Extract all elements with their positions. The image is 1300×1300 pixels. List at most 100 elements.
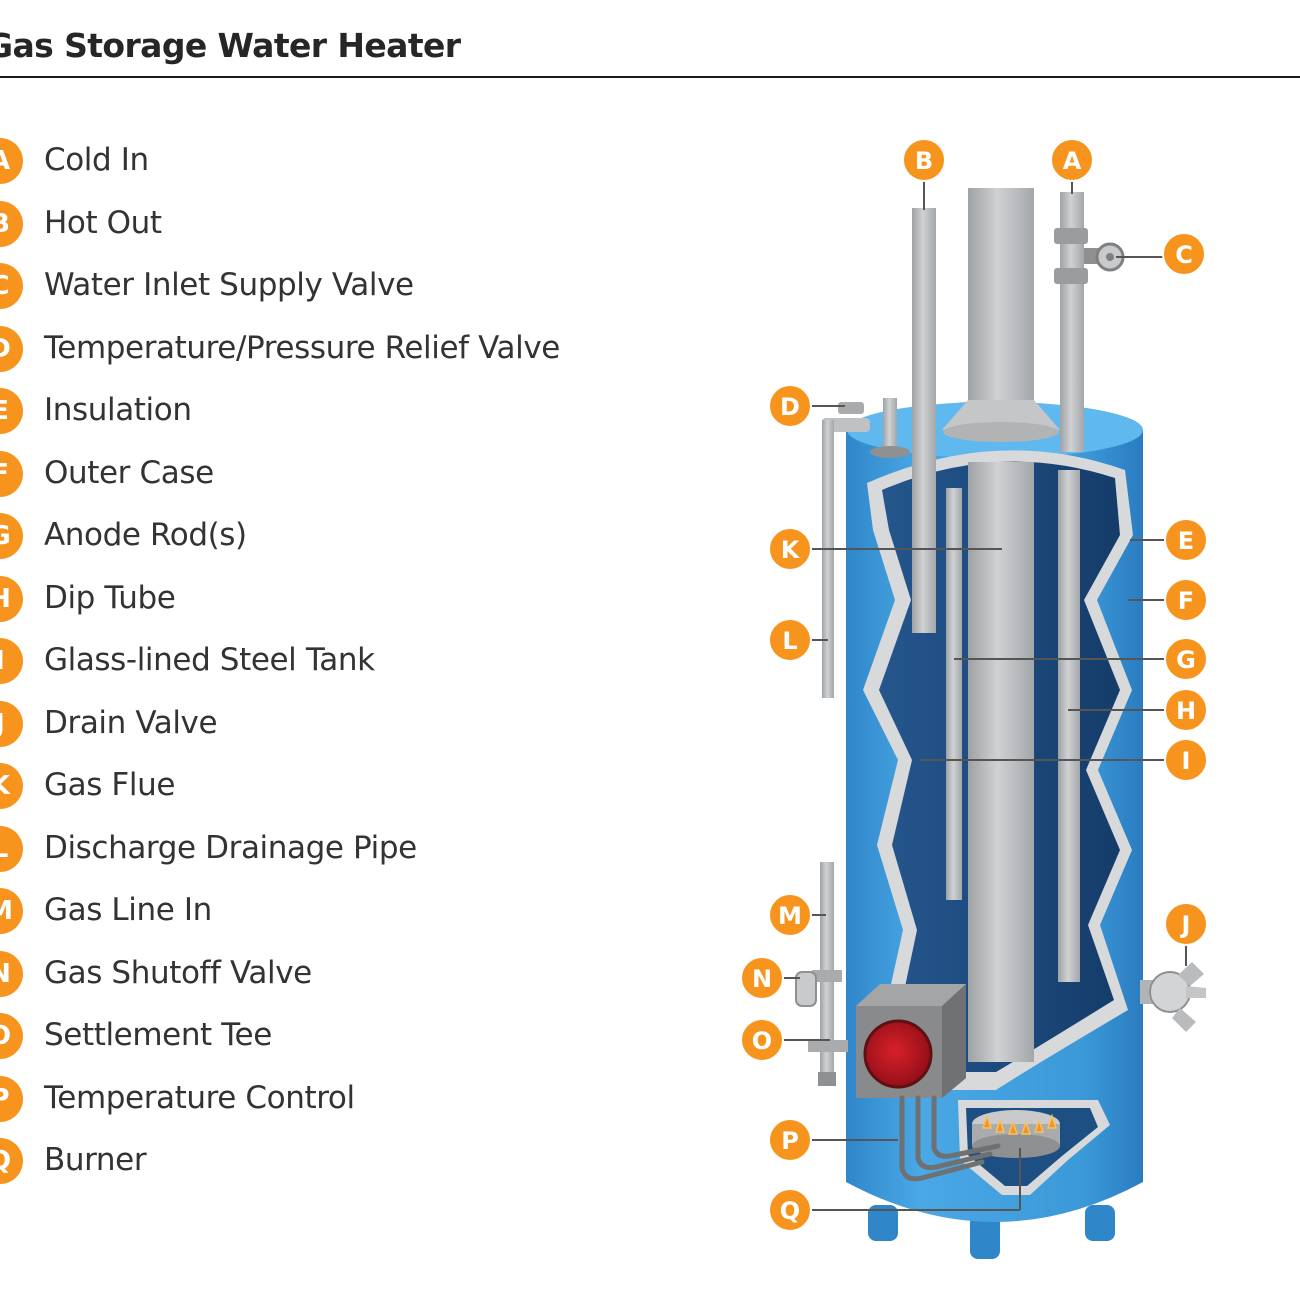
callout-g: G [1164, 637, 1208, 681]
hot-out-pipe [912, 208, 936, 633]
legend-label: Outer Case [44, 454, 214, 491]
legend-item-l: LDischarge Drainage Pipe [0, 825, 620, 872]
callout-e: E [1164, 518, 1208, 562]
legend-item-e: EInsulation [0, 388, 620, 434]
anode-rod [946, 488, 962, 900]
legend-label: Gas Shutoff Valve [44, 954, 312, 991]
dip-tube [1058, 470, 1080, 982]
legend-item-f: F Outer Case [0, 450, 620, 497]
callout-circle [1164, 688, 1208, 732]
callout-letter: J [1180, 911, 1191, 939]
legend-badge: L [0, 825, 23, 872]
callout-letter: L [782, 627, 797, 655]
callout-o: O [740, 1018, 784, 1062]
callout-letter: A [1063, 147, 1082, 175]
gas-flue [942, 188, 1060, 1062]
legend-badge: O [0, 1013, 23, 1059]
legend-item-i: IGlass-lined Steel Tank [0, 638, 620, 684]
callout-letter: H [1176, 697, 1196, 725]
legend-badge: F [0, 450, 23, 497]
callout-badges: A B C D E F GHI J K L MN O P Q [740, 138, 1208, 1232]
callout-letter: F [1178, 587, 1194, 615]
callout-circle [768, 384, 812, 428]
callout-i: I [1164, 738, 1208, 782]
legend-item-g: GAnode Rod(s) [0, 513, 620, 559]
callout-j: J [1164, 902, 1208, 946]
legend-badge: G [0, 513, 23, 559]
callout-circle [740, 1018, 784, 1062]
callout-circle [768, 527, 812, 571]
legend-item-b: BHot Out [0, 200, 620, 247]
discharge-drainage-pipe [822, 420, 834, 698]
legend-badge: M [0, 888, 23, 934]
control-gas-tubes [899, 1095, 1001, 1182]
legend-item-d: D Temperature/Pressure Relief Valve [0, 325, 620, 372]
legend-item-c: C Water Inlet Supply Valve [0, 263, 620, 309]
legend-label: Gas Flue [44, 767, 175, 803]
callout-letter: E [1178, 527, 1194, 555]
callout-circle [768, 1188, 812, 1232]
heater-feet [868, 1205, 1115, 1259]
legend-item-o: O Settlement Tee [0, 1013, 620, 1059]
page-title: Gas Storage Water Heater [0, 26, 461, 65]
callout-h: H [1164, 688, 1208, 732]
callout-letter: B [915, 147, 933, 175]
callout-circle [740, 956, 784, 1000]
callout-circle [768, 1118, 812, 1162]
legend-item-n: N Gas Shutoff Valve [0, 950, 620, 997]
callout-letter: D [780, 393, 800, 421]
callout-letter: N [752, 965, 772, 993]
legend-label: Gas Line In [44, 892, 212, 928]
callout-circle [1164, 637, 1208, 681]
legend-item-m: M Gas Line In [0, 888, 620, 934]
callout-circle [1164, 738, 1208, 782]
callout-circle [1164, 902, 1208, 946]
legend-badge: K [0, 763, 23, 809]
legend-badge: Q [0, 1138, 23, 1184]
legend-badge: J [0, 700, 23, 747]
callout-l: L [768, 618, 812, 662]
legend-badge: H [0, 575, 23, 622]
legend-badge: N [0, 950, 23, 997]
legend-item-k: K Gas Flue [0, 763, 620, 809]
legend-label: Temperature/Pressure Relief Valve [44, 329, 560, 366]
legend: ACold In BHot OutC Water Inlet Supply Valv… [0, 0, 620, 1300]
callout-p: P [768, 1118, 812, 1162]
legend-item-p: P Temperature Control [0, 1075, 620, 1122]
callout-k: K [768, 527, 812, 571]
legend-label: Settlement Tee [44, 1017, 272, 1053]
legend-label: Insulation [44, 392, 192, 428]
callout-q: Q [768, 1188, 812, 1232]
legend-label: Temperature Control [44, 1079, 355, 1116]
callout-circle [1050, 138, 1094, 182]
callout-d: D [768, 384, 812, 428]
callout-circle [1164, 518, 1208, 562]
legend-label: Dip Tube [44, 579, 176, 616]
temperature-control [856, 984, 966, 1098]
callout-f: F [1164, 578, 1208, 622]
legend-label: Burner [44, 1142, 147, 1178]
callout-letter: P [781, 1127, 799, 1155]
legend-label: Hot Out [44, 204, 162, 241]
drain-valve [1140, 962, 1206, 1032]
legend-item-q: Q Burner [0, 1138, 620, 1184]
legend-badge: D [0, 325, 23, 372]
legend-badge: A [0, 138, 23, 184]
callout-m: M [768, 893, 812, 937]
legend-badge: P [0, 1075, 23, 1122]
callout-letter: K [781, 536, 801, 564]
legend-label: Drain Valve [44, 704, 218, 741]
callout-c: C [1162, 232, 1206, 276]
burner [972, 1110, 1060, 1158]
legend-label: Water Inlet Supply Valve [44, 267, 414, 303]
legend-item-a: ACold In [0, 138, 620, 184]
callout-circle [902, 138, 946, 182]
gas-line-assembly [795, 862, 848, 1086]
title-divider [0, 76, 1300, 78]
callout-circle [768, 893, 812, 937]
callout-letter: O [752, 1027, 772, 1055]
legend-badge: C [0, 263, 23, 309]
callout-letter: Q [780, 1197, 800, 1225]
callout-letter: G [1176, 646, 1196, 674]
